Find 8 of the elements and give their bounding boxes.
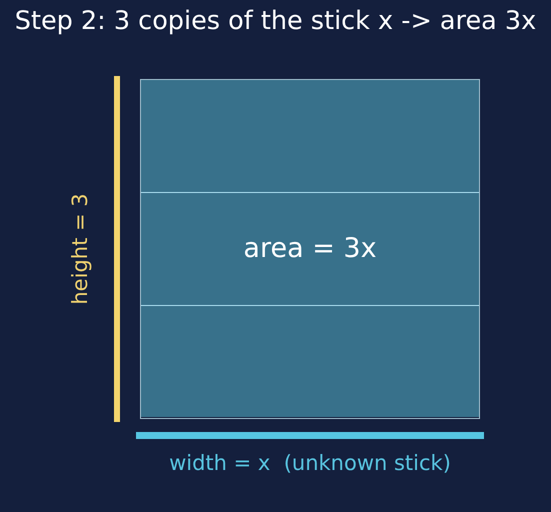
diagram-title: Step 2: 3 copies of the stick x -> area 3x bbox=[14, 7, 538, 36]
area-rectangle bbox=[140, 79, 480, 419]
rectangle-strip bbox=[141, 192, 479, 305]
area-label: area = 3x bbox=[243, 233, 377, 265]
rectangle-strip bbox=[141, 80, 479, 192]
width-label: width = x (unknown stick) bbox=[169, 450, 451, 476]
height-label: height = 3 bbox=[68, 193, 92, 305]
rectangle-strip bbox=[141, 304, 479, 417]
